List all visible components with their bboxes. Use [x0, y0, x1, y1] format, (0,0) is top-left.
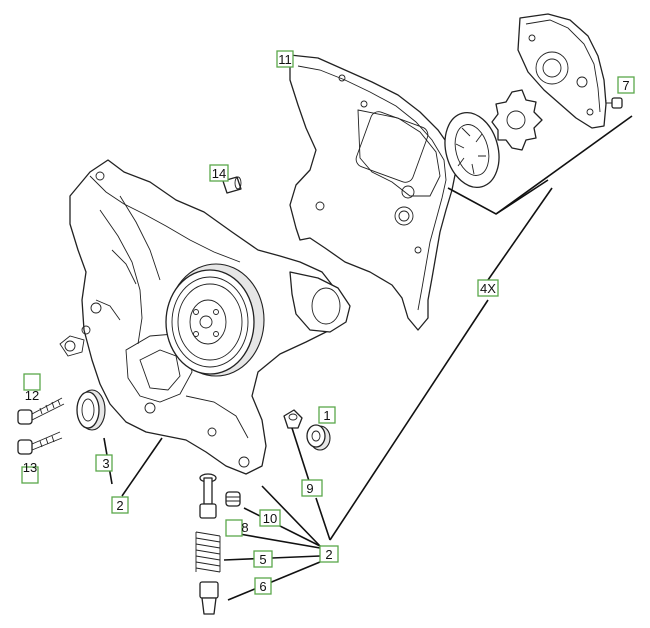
callout-2-left: 2: [111, 496, 129, 514]
callout-11: 11: [276, 50, 294, 68]
water-pump-pulley: [165, 263, 265, 377]
bolt-12: [17, 397, 65, 425]
callout-3: 3: [95, 454, 113, 472]
pressure-plug: [306, 424, 331, 451]
svg-text:11: 11: [278, 52, 292, 67]
callout-9: 9: [301, 479, 323, 497]
svg-text:5: 5: [259, 552, 266, 567]
callout-4x: 4X: [477, 279, 499, 297]
svg-text:14: 14: [212, 166, 226, 181]
svg-text:9: 9: [306, 481, 313, 496]
callout-2-right: 2: [319, 545, 339, 563]
callout-13: 13: [21, 460, 39, 484]
cover-screw: [605, 97, 623, 109]
svg-text:7: 7: [622, 78, 629, 93]
callout-5: 5: [253, 550, 273, 568]
callout-14: 14: [209, 164, 229, 182]
svg-text:12: 12: [25, 388, 39, 403]
svg-text:8: 8: [241, 520, 248, 535]
callout-6: 6: [254, 577, 272, 595]
svg-text:2: 2: [325, 547, 332, 562]
oil-pump-outer-rotor: [444, 112, 500, 188]
oil-pump-cover-plate: [517, 13, 607, 129]
svg-text:13: 13: [23, 460, 37, 475]
svg-text:2: 2: [116, 498, 123, 513]
front-cover-gasket: [289, 54, 457, 331]
bolt-13: [17, 431, 63, 455]
relief-valve-plunger: [199, 473, 217, 519]
svg-text:10: 10: [263, 511, 277, 526]
svg-text:3: 3: [102, 456, 109, 471]
oil-pump-inner-rotor: [491, 89, 543, 151]
shaft-seal: [76, 389, 106, 431]
plug-sleeve: [283, 409, 303, 429]
svg-text:6: 6: [259, 579, 266, 594]
relief-valve-spring: [195, 531, 221, 573]
relief-valve-cap-bolt: [199, 581, 219, 615]
svg-text:1: 1: [323, 408, 330, 423]
callout-10: 10: [259, 509, 281, 527]
callout-8: 8: [225, 519, 249, 537]
svg-text:4X: 4X: [480, 281, 496, 296]
callout-7: 7: [617, 76, 635, 94]
callout-1: 1: [318, 406, 336, 424]
relief-valve-spring-seat: [225, 491, 241, 507]
callout-12: 12: [23, 373, 41, 403]
